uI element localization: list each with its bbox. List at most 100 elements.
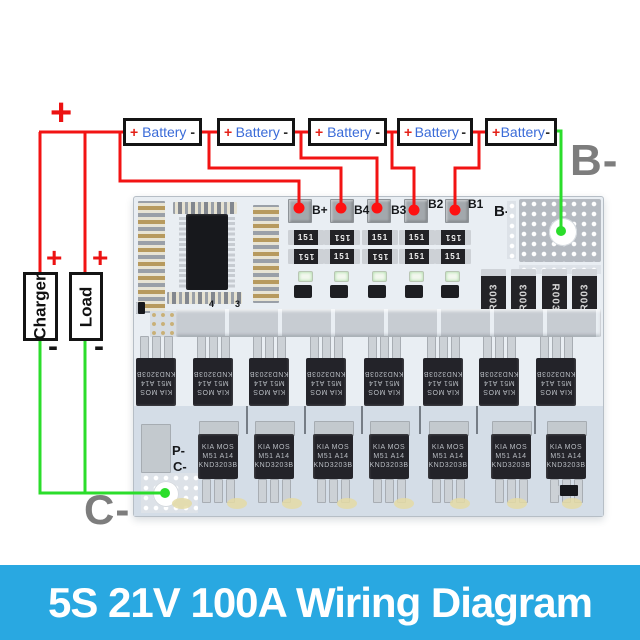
load-box: Load [69,272,103,341]
trace-gap [419,406,421,434]
resistor-151: 151 [324,230,360,245]
trace-gap [361,406,363,434]
silk-b3: B3 [391,203,407,217]
resistor-151-label: 151 [297,252,315,261]
status-led [372,271,387,282]
battery-1-plus: + [130,124,139,140]
status-led [298,271,313,282]
silk-b1: B1 [468,197,484,211]
battery-3-minus: - [375,124,380,140]
title-banner: 5S 21V 100A Wiring Diagram [0,565,640,640]
solder-blob [507,498,527,509]
ic-pins-right [228,217,235,289]
solder-blob [394,498,414,509]
resistor-151-label: 151 [371,233,389,242]
battery-4-label: Battery [414,124,459,140]
sot23-transistor [441,285,459,298]
via-grid [150,311,178,337]
status-led [445,271,460,282]
battery-2-label: Battery [235,124,280,140]
status-led [334,271,349,282]
resistor-151: 151 [435,230,471,245]
resistor-151: 151 [324,249,360,264]
battery-cell-2: + Battery - [217,118,295,146]
resistor-151-label: 151 [371,252,389,261]
sot23-transistor [368,285,386,298]
battery-1-label: Battery [142,124,187,140]
charger-label: Charger [30,273,50,340]
resistor-151-label: 151 [333,233,351,242]
battery-4-minus: - [461,124,466,140]
smd-component [558,485,578,496]
trace-gap [304,406,306,434]
shunt-label: R003 [488,283,499,311]
resistor-151: 151 [288,249,324,264]
smd-row-bottom [167,292,242,304]
smd-row-top [173,202,237,214]
trace-gap [476,406,478,434]
silk-b2: B2 [428,197,444,211]
battery-2-plus: + [224,124,233,140]
silk-digit-4: 4 [209,299,215,309]
sot23-transistor [405,285,423,298]
pack-negative-b-label: B- [570,136,619,185]
smd-resistor-column-left [138,201,165,313]
battery-3-label: Battery [327,124,372,140]
solder-blob [227,498,247,509]
balance-pad-bplus [288,199,312,223]
load-label: Load [76,286,96,327]
battery-cell-5: + Battery - [485,118,557,146]
silk-bplus: B+ [312,203,328,217]
battery-3-plus: + [315,124,324,140]
resistor-151: 151 [399,249,435,264]
smd-resistor-column-right [253,205,279,303]
solder-blob [337,498,357,509]
silk-b4: B4 [354,203,370,217]
battery-5-plus: + [492,124,501,140]
resistor-151-label: 151 [408,252,426,261]
balance-pad-b3 [367,199,391,223]
battery-4-plus: + [404,124,413,140]
resistor-151-label: 151 [333,252,351,261]
output-pad [141,424,171,473]
shunt-label: R003 [518,283,529,311]
via-dot-column [507,201,516,259]
protection-ic [186,214,228,290]
pack-negative-c-label: C- [84,486,131,533]
shunt-label: R003 [579,283,590,311]
resistor-151-label: 151 [444,233,462,242]
battery-cell-1: + Battery - [123,118,202,146]
silk-b-minus: B- [494,203,510,220]
status-led [409,271,424,282]
battery-cell-4: + Battery - [397,118,473,146]
silk-c-minus: C- [173,459,187,474]
battery-1-minus: - [190,124,195,140]
charger-plus-label: + [46,242,63,273]
pack-positive-label: + [50,92,73,134]
resistor-151: 151 [362,230,398,245]
smd-component [136,302,145,314]
b-minus-hole [549,218,577,246]
trace-gap [534,406,536,434]
battery-5-minus: - [545,124,550,140]
shunt-label: R003 [549,283,560,311]
resistor-151: 151 [399,230,435,245]
resistor-151: 151 [362,249,398,264]
load-plus-label: + [92,242,109,273]
charger-box: Charger [23,272,58,341]
resistor-151: 151 [435,249,471,264]
solder-blob [172,498,192,509]
bms-board: 4 3 B+ B4 B3 B2 B1 B- 151 151 151 151 15… [133,196,604,517]
balance-pad-b4 [330,199,354,223]
ic-pins-left [179,217,186,289]
solder-blob [562,498,582,509]
solder-blob [450,498,470,509]
resistor-151-label: 151 [297,233,315,242]
balance-pad-b2 [404,199,428,223]
balance-pad-b1 [445,199,469,223]
battery-cell-3: + Battery - [308,118,387,146]
battery-5-label: Battery [500,124,545,140]
silk-digit-3: 3 [235,299,241,309]
silk-p-minus: P- [172,443,185,458]
trace-gap [246,406,248,434]
